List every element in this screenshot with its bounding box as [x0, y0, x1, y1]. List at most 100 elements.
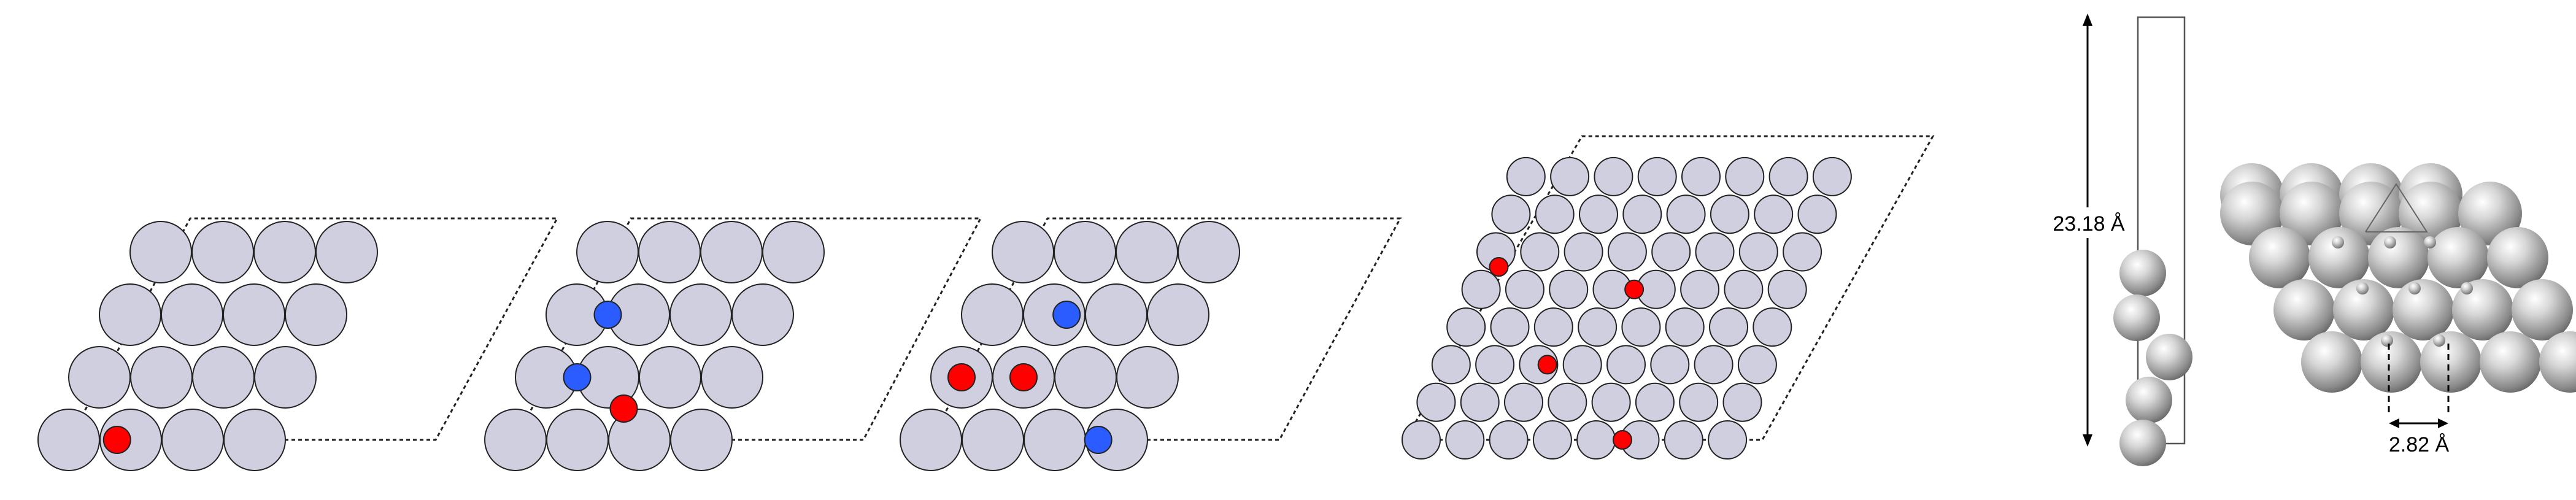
- surface-atom: [192, 346, 255, 409]
- surface-atom: [1635, 382, 1675, 422]
- surface-atom: [1489, 420, 1529, 460]
- surface-atom: [285, 283, 347, 346]
- surface-atom: [1178, 221, 1240, 283]
- surface-atom: [1491, 194, 1531, 234]
- surface-atom: [1708, 420, 1748, 460]
- surface-atom: [1622, 194, 1662, 234]
- surface-atom: [1681, 156, 1721, 196]
- spacing-arrow-head-left: [2389, 418, 2399, 428]
- surface-atom: [1710, 194, 1749, 234]
- surface-atom: [669, 283, 732, 346]
- interstitial-atom: [2461, 282, 2473, 294]
- surface-atom: [191, 221, 254, 283]
- surface-atom: [992, 221, 1054, 283]
- red-adsorption-site: [1489, 257, 1509, 277]
- slab-layer-atom: [2126, 377, 2172, 423]
- surface-atom: [1446, 307, 1486, 347]
- slab-panels: [37, 135, 1935, 471]
- slab-atom-3d: [2301, 331, 2362, 393]
- interstitial-atom: [2433, 334, 2445, 347]
- surface-atom: [1694, 345, 1733, 385]
- red-adsorption-site: [1537, 355, 1557, 375]
- surface-atom: [1783, 232, 1822, 272]
- slab-atom-3d: [2273, 279, 2335, 340]
- surface-atom: [1738, 232, 1778, 272]
- surface-atom: [1665, 307, 1705, 347]
- surface-atom: [638, 221, 701, 283]
- surface-atom: [900, 409, 962, 471]
- surface-atom: [1664, 420, 1703, 460]
- surface-atom: [762, 221, 825, 283]
- surface-atom: [161, 283, 223, 346]
- height-label: 23.18 Å: [2053, 212, 2125, 236]
- surface-atom: [1579, 194, 1618, 234]
- slab-atom-3d: [2393, 279, 2454, 340]
- surface-atom: [1475, 345, 1515, 385]
- surface-atom: [1548, 382, 1587, 422]
- surface-atom: [1402, 420, 1441, 460]
- red-adsorption-site: [947, 363, 976, 391]
- spacing-label: 2.82 Å: [2389, 433, 2450, 456]
- spacing-arrow-head-right: [2438, 418, 2448, 428]
- interstitial-atom: [2408, 282, 2421, 294]
- surface-atom: [1753, 307, 1792, 347]
- surface-atom: [1724, 269, 1764, 309]
- height-arrow-head-top: [2083, 13, 2092, 26]
- slab-layer-atom: [2113, 294, 2160, 341]
- surface-atom: [670, 409, 733, 471]
- blue-adsorption-site: [593, 301, 622, 329]
- surface-atom: [1754, 194, 1794, 234]
- surface-atom: [1650, 345, 1690, 385]
- surface-atom: [1504, 382, 1543, 422]
- unit-cell-outline: [67, 217, 559, 441]
- slab-layer-atom: [2119, 250, 2166, 296]
- surface-atom: [1416, 382, 1456, 422]
- slab-atom-3d: [2512, 279, 2573, 340]
- slab-layer-atom: [2119, 420, 2166, 466]
- surface-atom: [731, 283, 794, 346]
- surface-atom: [68, 346, 131, 409]
- surface-atom: [1679, 382, 1719, 422]
- surface-atom: [1024, 409, 1086, 471]
- perspective-panel: 2.82 Å: [2220, 163, 2576, 456]
- surface-atom: [1651, 232, 1691, 272]
- surface-atom: [1506, 156, 1546, 196]
- red-adsorption-site: [102, 426, 131, 454]
- surface-atom: [1695, 232, 1735, 272]
- surface-cell-outline: [2365, 183, 2428, 233]
- surface-atom: [700, 221, 763, 283]
- surface-atom: [1054, 221, 1116, 283]
- surface-atom: [1576, 420, 1616, 460]
- unit-cell-outline: [929, 217, 1402, 441]
- perspective-atoms: [2220, 163, 2576, 393]
- surface-atom: [961, 283, 1024, 346]
- surface-atom: [1606, 345, 1646, 385]
- surface-atom: [223, 409, 286, 471]
- surface-atom: [253, 221, 316, 283]
- surface-atom: [1460, 382, 1500, 422]
- surface-atom: [962, 409, 1024, 471]
- surface-atom: [161, 409, 224, 471]
- surface-atom: [639, 346, 701, 409]
- surface-atom: [1445, 420, 1485, 460]
- surface-atom: [1054, 346, 1117, 409]
- surface-atom: [130, 346, 193, 409]
- surface-atom: [1607, 232, 1647, 272]
- surface-atom: [1535, 194, 1575, 234]
- surface-atom: [315, 221, 378, 283]
- side-view-panel: 23.18 Å: [2050, 13, 2192, 466]
- interstitial-atom: [2381, 334, 2393, 347]
- surface-atom: [484, 409, 547, 471]
- surface-atom: [1085, 283, 1147, 346]
- surface-atom: [1591, 382, 1631, 422]
- surface-atom: [37, 409, 100, 471]
- surface-atom: [1767, 269, 1807, 309]
- red-adsorption-site: [609, 394, 638, 423]
- slab-atom-3d: [2249, 227, 2310, 288]
- surface-atom: [1431, 345, 1471, 385]
- surface-atom: [1637, 156, 1677, 196]
- unit-cell-outline: [514, 217, 982, 441]
- interstitial-atom: [2424, 236, 2436, 248]
- surface-atom: [1666, 194, 1706, 234]
